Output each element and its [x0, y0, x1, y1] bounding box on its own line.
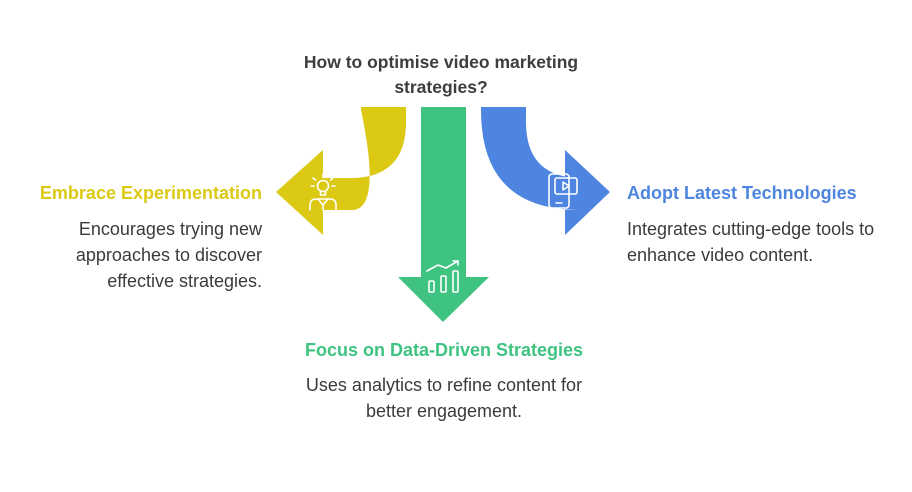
- right-branch-heading-text: Adopt Latest Technologies: [627, 183, 857, 203]
- right-branch-description: Integrates cutting-edge tools to enhance…: [627, 216, 907, 268]
- center-branch-description: Uses analytics to refine content for bet…: [294, 372, 594, 424]
- center-branch-heading: Focus on Data-Driven Strategies: [244, 339, 644, 361]
- left-curved-arrow: [276, 107, 406, 235]
- mobile-video-icon: [548, 173, 578, 209]
- left-branch-heading-text: Embrace Experimentation: [39, 183, 262, 203]
- right-branch-description-text: Integrates cutting-edge tools to enhance…: [627, 219, 875, 265]
- center-branch-heading-text: Focus on Data-Driven Strategies: [304, 340, 584, 360]
- center-down-arrow: [398, 107, 489, 322]
- right-curved-arrow: [481, 107, 610, 235]
- left-branch-heading: Embrace Experimentation: [40, 182, 262, 204]
- diagram-title: How to optimise video marketing strategi…: [256, 50, 626, 100]
- left-branch-description-text: Encourages trying new approaches to disc…: [75, 219, 262, 291]
- diagram-title-text: How to optimise video marketing strategi…: [303, 52, 579, 97]
- bar-chart-trend-icon: [426, 260, 459, 293]
- left-branch-description: Encourages trying new approaches to disc…: [22, 216, 262, 294]
- right-branch-heading: Adopt Latest Technologies: [627, 182, 857, 204]
- center-branch-description-text: Uses analytics to refine content for bet…: [305, 375, 583, 421]
- lightbulb-person-icon: [309, 173, 337, 211]
